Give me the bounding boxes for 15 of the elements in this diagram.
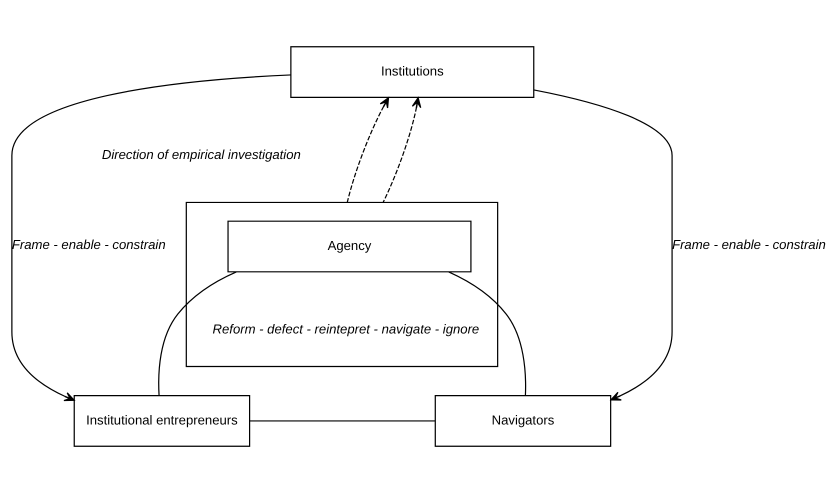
connector xyxy=(250,420,436,422)
node-box: Agency xyxy=(227,220,472,272)
cluster xyxy=(186,201,498,367)
arrow xyxy=(346,96,390,202)
edge-label: Frame - enable - constrain xyxy=(672,236,826,252)
node-box: Institutional entrepreneurs xyxy=(74,394,250,446)
label: Direction of empirical investigation xyxy=(102,146,301,162)
arrow xyxy=(534,88,673,400)
label: Reform - defect - reintepret - navigate - ignore xyxy=(212,320,480,336)
connector xyxy=(158,270,237,395)
arrow xyxy=(382,96,422,202)
node-box: Institutions xyxy=(290,46,534,98)
node-box: Navigators xyxy=(434,394,612,446)
connector xyxy=(448,270,526,395)
arrow xyxy=(11,74,291,401)
